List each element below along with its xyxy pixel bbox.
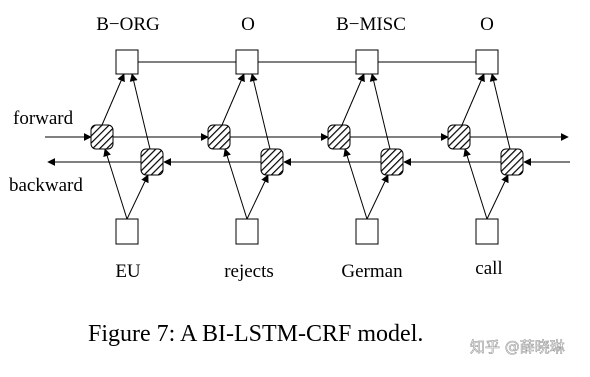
tag-node-4 [475,49,499,75]
backward-lstm-cell-4 [500,148,524,176]
word-node-1 [115,218,139,245]
tag-node-1 [115,49,139,75]
forward-lstm-cell-4 [447,124,471,150]
backward-lstm-cell-3 [380,148,404,176]
tag-label-2: O [241,14,255,35]
column-1 [90,49,164,245]
tag-label-1: B−ORG [96,14,160,35]
backward-lstm-cell-2 [260,148,284,176]
word-node-2 [235,218,259,245]
column-2 [207,49,284,245]
backward-lstm-cell-1 [140,148,164,176]
column-3 [327,49,404,245]
forward-lstm-cell-2 [207,124,231,150]
tag-node-2 [235,49,259,75]
tag-label-3: B−MISC [336,14,406,35]
word-label-3: German [341,261,403,282]
word-node-4 [475,218,499,245]
backward-label: backward [9,175,83,196]
tag-label-4: O [480,14,494,35]
column-4 [447,49,524,245]
word-node-3 [355,218,379,245]
word-label-2: rejects [224,261,274,282]
watermark: 知乎 @薛晓琳 [470,338,565,356]
forward-lstm-cell-3 [327,124,351,150]
word-label-4: call [475,258,502,279]
word-label-1: EU [115,261,141,282]
tag-node-3 [355,49,379,75]
forward-lstm-cell-1 [90,124,114,150]
figure-caption: Figure 7: A BI-LSTM-CRF model. [88,321,423,347]
forward-label: forward [13,108,74,129]
